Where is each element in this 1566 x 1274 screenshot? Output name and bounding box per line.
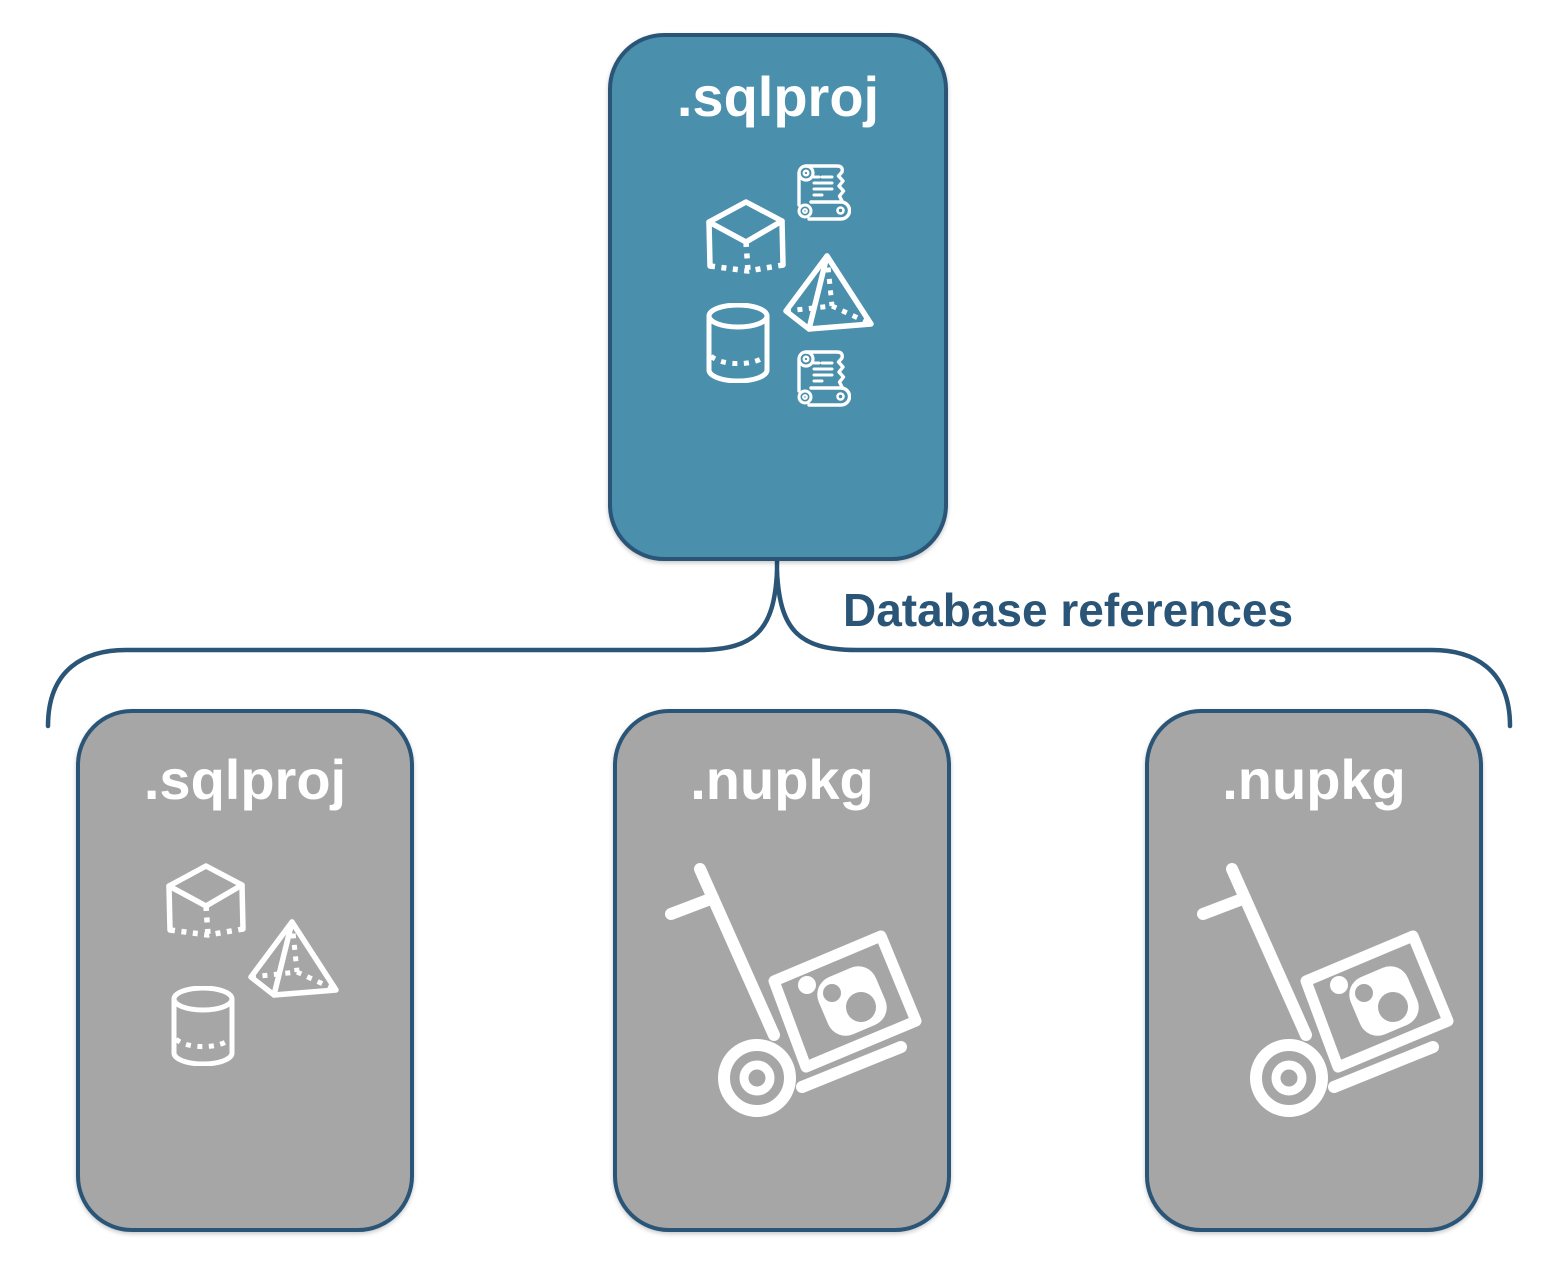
sqlproj-parent-box: .sqlproj bbox=[608, 33, 948, 561]
script-scroll-icon bbox=[795, 162, 851, 222]
box-title: .nupkg bbox=[690, 748, 874, 811]
nupkg-reference-box: .nupkg bbox=[1145, 709, 1483, 1232]
cylinder-icon bbox=[704, 303, 772, 383]
package-dolly-icon bbox=[664, 859, 924, 1129]
pyramid-icon bbox=[244, 903, 349, 1000]
nupkg-reference-box: .nupkg bbox=[613, 709, 951, 1232]
cube-icon bbox=[157, 858, 255, 943]
database-references-label: Database references bbox=[843, 584, 1294, 636]
cylinder-icon bbox=[169, 986, 237, 1066]
box-title: .sqlproj bbox=[676, 65, 880, 128]
script-scroll-icon bbox=[795, 348, 851, 408]
box-title: .sqlproj bbox=[143, 748, 347, 811]
pyramid-icon bbox=[779, 237, 884, 334]
box-title: .nupkg bbox=[1222, 748, 1406, 811]
sqlproj-reference-box: .sqlproj bbox=[76, 709, 414, 1232]
package-dolly-icon bbox=[1196, 859, 1456, 1129]
